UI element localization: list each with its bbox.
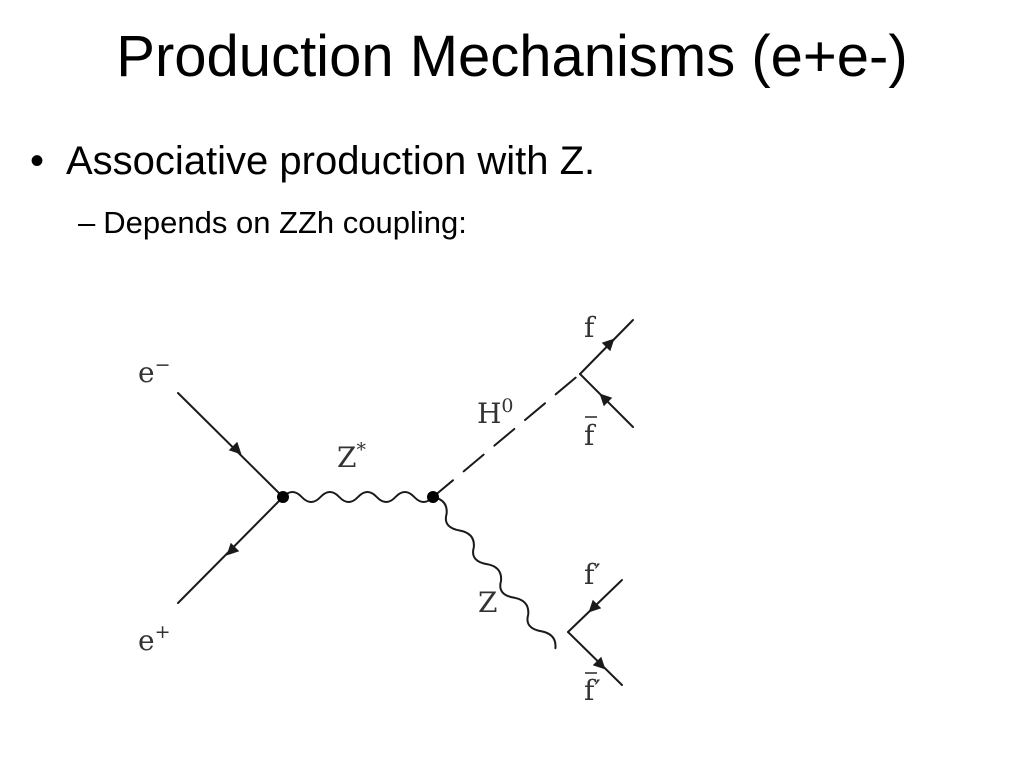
label-electron: e−	[138, 354, 171, 389]
bullet-item: • Associative production with Z.	[30, 136, 595, 186]
slide-title: Production Mechanisms (e+e-)	[116, 24, 908, 89]
positron-arrow	[226, 542, 240, 556]
label-antifermion: f	[584, 419, 597, 452]
sub-bullet-item: –Depends on ZZh coupling:	[78, 203, 467, 243]
label-virtual-z: Z*	[337, 439, 366, 474]
label-fermion-prime: f′	[584, 558, 601, 591]
vertex-right	[427, 491, 439, 503]
sub-bullet-text: Depends on ZZh coupling:	[103, 205, 467, 240]
electron-line	[177, 392, 284, 498]
higgs-line	[432, 373, 581, 498]
label-fermion: f	[584, 311, 597, 344]
sub-bullet-marker: –	[78, 205, 96, 240]
bullet-text: Associative production with Z.	[66, 139, 596, 183]
virtual-z-propagator	[282, 491, 434, 503]
label-antifermion-prime: f′	[584, 674, 601, 707]
antifermion-fprime-arrow	[592, 656, 606, 670]
z-boson-propagator	[432, 496, 557, 650]
vertex-left	[277, 491, 289, 503]
label-z-boson: Z	[478, 586, 497, 619]
fermion-fprime-arrow	[588, 599, 602, 613]
label-higgs: H0	[477, 395, 514, 430]
label-positron: e+	[138, 621, 171, 657]
antifermion-fprime-line	[567, 631, 623, 686]
bullet-marker: •	[30, 139, 45, 183]
